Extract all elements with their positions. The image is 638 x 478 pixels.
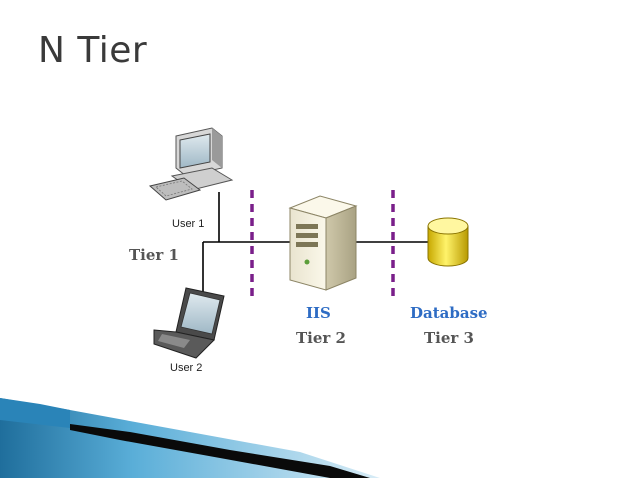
user2-label: User 2 — [170, 362, 203, 374]
desktop-computer-icon — [148, 127, 234, 201]
decorative-swoosh — [0, 398, 380, 478]
database-label: Database — [410, 304, 488, 322]
user1-label: User 1 — [172, 218, 205, 230]
tier3-label: Tier 3 — [424, 329, 474, 347]
tier1-label: Tier 1 — [129, 246, 179, 264]
laptop-icon — [153, 287, 225, 359]
slide-title: N Tier — [38, 30, 148, 71]
network-wires — [202, 192, 428, 292]
database-icon — [427, 217, 469, 267]
server-icon — [288, 195, 358, 291]
tier2-label: Tier 2 — [296, 329, 346, 347]
server-label: IIS — [306, 304, 331, 322]
